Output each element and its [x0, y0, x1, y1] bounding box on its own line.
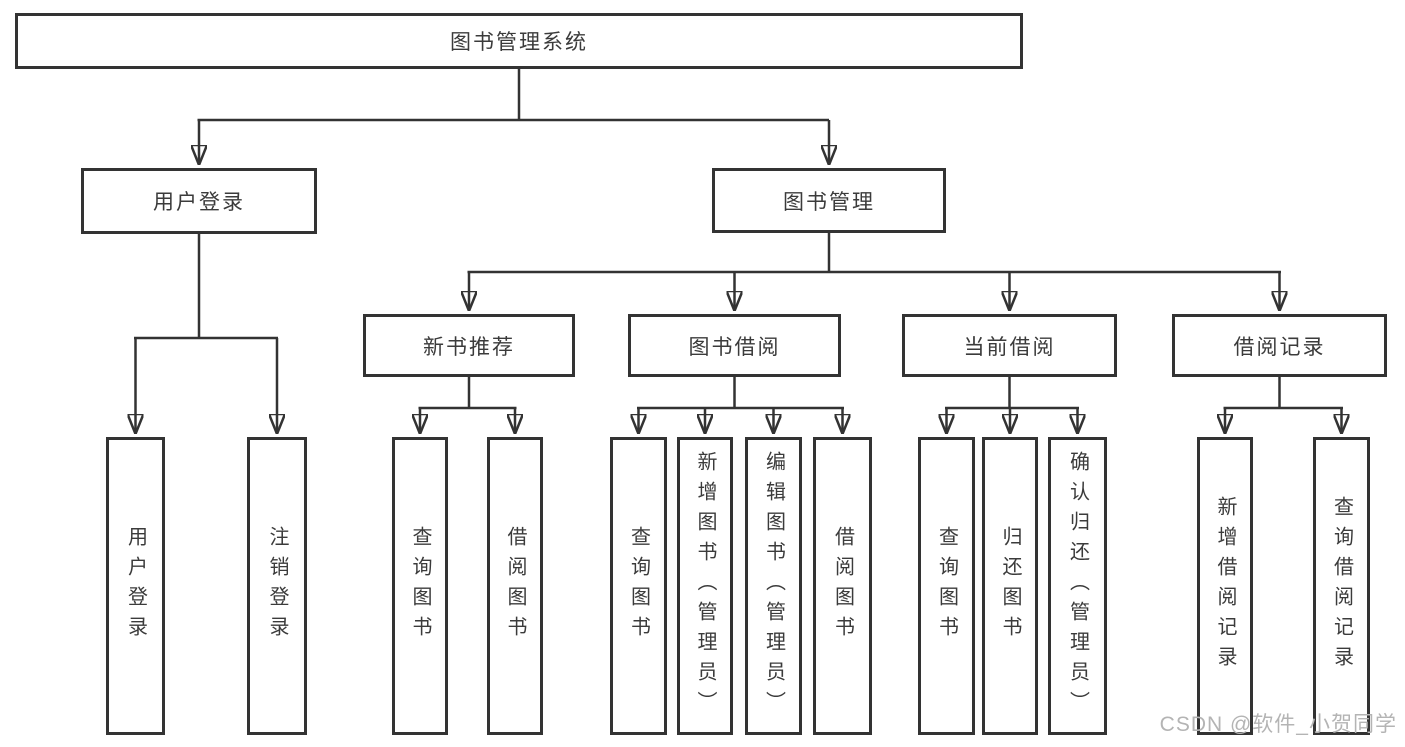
- leaf-label: 注销登录: [266, 526, 288, 646]
- leaf-query-books-current: 查询图书: [918, 437, 975, 735]
- leaf-label: 查询图书: [935, 526, 958, 646]
- csdn-watermark: CSDN @软件_小贺同学: [1159, 713, 1397, 736]
- leaf-label: 编辑图书（管理员）: [762, 451, 785, 721]
- node-library-management-system: 图书管理系统: [15, 13, 1023, 69]
- node-label: 借阅记录: [1233, 335, 1326, 359]
- leaf-query-borrow-record: 查询借阅记录: [1313, 437, 1370, 735]
- leaf-label: 查询图书: [409, 526, 431, 646]
- leaf-label: 新增借阅记录: [1214, 496, 1236, 676]
- node-book-management-branch: 图书管理: [712, 168, 946, 233]
- leaf-label: 查询图书: [627, 526, 650, 646]
- leaf-confirm-return-admin: 确认归还（管理员）: [1048, 437, 1107, 735]
- leaf-label: 用户登录: [124, 526, 147, 646]
- leaf-borrow-books-recommend: 借阅图书: [487, 437, 543, 735]
- leaf-label: 确认归还（管理员）: [1066, 451, 1089, 721]
- node-user-login-branch: 用户登录: [81, 168, 317, 234]
- leaf-add-books-admin: 新增图书（管理员）: [677, 437, 733, 735]
- leaf-add-borrow-record: 新增借阅记录: [1197, 437, 1253, 735]
- leaf-label: 新增图书（管理员）: [694, 451, 716, 721]
- leaf-query-books-recommend: 查询图书: [392, 437, 448, 735]
- leaf-borrow-books: 借阅图书: [813, 437, 872, 735]
- leaf-return-books: 归还图书: [982, 437, 1038, 735]
- node-label: 图书管理系统: [450, 31, 588, 54]
- node-book-borrowing: 图书借阅: [628, 314, 841, 377]
- node-current-borrowing: 当前借阅: [902, 314, 1117, 377]
- leaf-query-books-borrowing: 查询图书: [610, 437, 667, 735]
- leaf-user-login: 用户登录: [106, 437, 165, 735]
- leaf-edit-books-admin: 编辑图书（管理员）: [745, 437, 802, 735]
- leaf-label: 查询借阅记录: [1330, 496, 1353, 676]
- leaf-label: 归还图书: [999, 526, 1021, 646]
- node-label: 当前借阅: [963, 335, 1056, 359]
- node-label: 图书管理: [783, 190, 875, 214]
- leaf-label: 借阅图书: [831, 526, 854, 646]
- leaf-logout: 注销登录: [247, 437, 307, 735]
- node-label: 图书借阅: [688, 335, 781, 359]
- node-borrow-records: 借阅记录: [1172, 314, 1387, 377]
- node-label: 用户登录: [153, 191, 245, 214]
- leaf-label: 借阅图书: [504, 526, 526, 646]
- node-new-book-recommend: 新书推荐: [363, 314, 575, 377]
- node-label: 新书推荐: [423, 335, 515, 359]
